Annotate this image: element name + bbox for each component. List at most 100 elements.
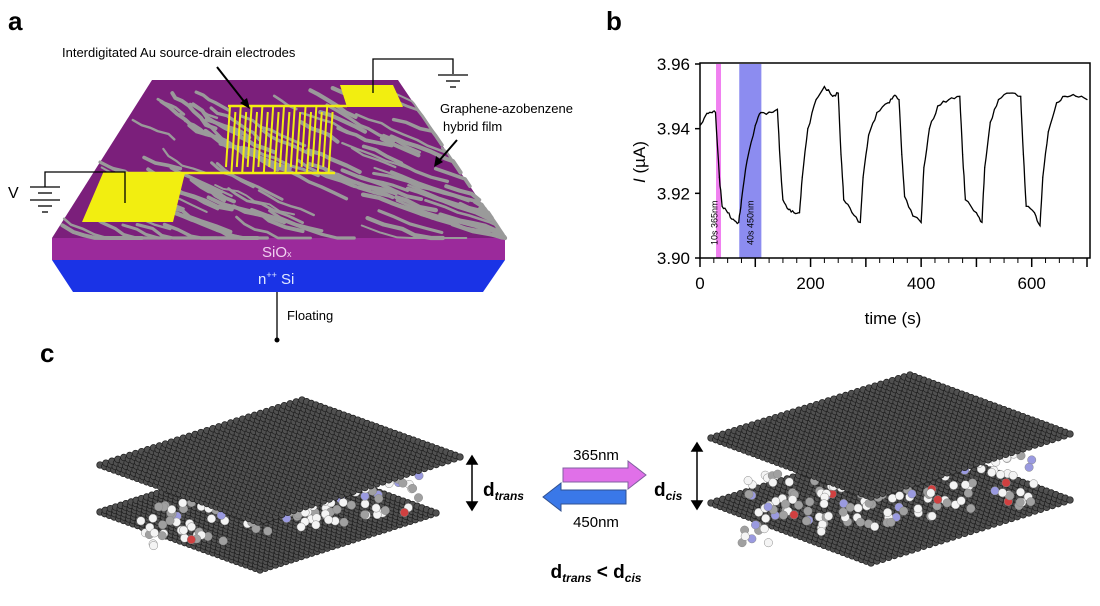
- graphene-top-sheet-cis: [707, 371, 1074, 501]
- electrode-finger: [268, 105, 275, 168]
- data-point: [984, 166, 986, 169]
- electrode-finger: [252, 111, 258, 174]
- graphene-flake: [335, 172, 395, 200]
- graphene-flake: [325, 103, 396, 143]
- graphene-flake: [235, 215, 312, 240]
- data-point: [832, 95, 834, 97]
- graphene-flake: [185, 173, 233, 198]
- electrode-finger: [246, 105, 253, 168]
- data-point: [840, 153, 842, 156]
- x-tick-label: 200: [796, 274, 824, 293]
- data-point: [807, 128, 809, 130]
- graphene-flake: [384, 88, 425, 119]
- graphene-bilayer-models: [96, 371, 1074, 574]
- d-cis-label: dcis: [654, 480, 683, 503]
- panel-label-c: c: [40, 338, 54, 368]
- voltage-wire: [44, 171, 126, 203]
- data-point: [746, 160, 748, 162]
- graphene-flake: [257, 189, 315, 217]
- data-point: [959, 95, 961, 97]
- data-point: [928, 128, 931, 130]
- distance-relation: dtrans < dcis: [551, 562, 642, 585]
- electrode-finger: [311, 105, 318, 168]
- current-trace: [699, 85, 1088, 228]
- data-point: [732, 218, 734, 220]
- graphene-flake: [196, 180, 226, 203]
- data-point: [815, 98, 817, 101]
- illumination-band-label: 10s 365nm: [710, 200, 720, 245]
- data-point: [1033, 212, 1036, 214]
- graphene-flake: [350, 146, 397, 169]
- data-point: [981, 221, 983, 224]
- data-point: [714, 111, 717, 114]
- graphene-flake: [379, 136, 421, 158]
- data-point: [898, 98, 900, 101]
- electrode-finger: [327, 111, 334, 174]
- data-point: [851, 212, 853, 214]
- data-point: [837, 92, 839, 94]
- floating-label: Floating: [287, 308, 333, 323]
- graphene-flake: [231, 204, 287, 225]
- graphene-flake: [121, 223, 160, 240]
- graphene-flake: [227, 187, 305, 225]
- data-point: [738, 221, 740, 224]
- electrode-finger: [300, 105, 307, 168]
- switching-arrows: 365nm 450nm dtrans dcis dtrans < dcis: [465, 441, 704, 585]
- y-tick-label: 3.90: [657, 249, 690, 268]
- interdigitated-electrodes: [103, 104, 347, 175]
- x-axis-label: time (s): [865, 309, 922, 328]
- x-tick-label: 400: [907, 274, 935, 293]
- data-point: [962, 153, 964, 156]
- graphene-flake: [444, 184, 482, 202]
- electrode-finger: [289, 105, 296, 168]
- graphene-flake: [162, 147, 206, 174]
- electrodes-label: Interdigitated Au source-drain electrode…: [62, 45, 296, 60]
- data-point: [1064, 95, 1066, 97]
- data-point: [892, 95, 895, 97]
- data-point: [704, 115, 707, 117]
- data-point: [1022, 153, 1025, 156]
- film-label-line1: Graphene-azobenzene: [440, 101, 573, 116]
- oxide-layer: [52, 238, 505, 260]
- uv-wavelength-label: 365nm: [573, 447, 619, 464]
- graphene-flake: [214, 184, 295, 216]
- data-point: [997, 98, 1000, 101]
- visible-arrow: [542, 481, 627, 513]
- electrode-finger: [284, 111, 291, 174]
- graphene-flake: [188, 102, 219, 120]
- visible-wavelength-label: 450nm: [573, 514, 619, 531]
- electrode-finger: [273, 111, 280, 174]
- graphene-flake: [324, 172, 372, 191]
- data-point: [823, 86, 825, 88]
- ground-symbol-icon: [438, 74, 468, 88]
- data-point: [923, 166, 925, 169]
- data-point: [1020, 95, 1022, 97]
- electrode-finger: [235, 105, 242, 168]
- graphene-flake: [308, 88, 358, 119]
- graphene-flake: [187, 123, 228, 143]
- silicon-layer: [52, 260, 505, 292]
- voltage-label: V: [8, 185, 19, 202]
- graphene-flake: [405, 186, 492, 222]
- arrowhead-icon: [434, 156, 443, 167]
- electrode-finger: [295, 111, 302, 174]
- electrodes-pointer-arrow: [216, 66, 247, 105]
- data-point: [754, 124, 756, 127]
- data-point: [1047, 131, 1049, 133]
- data-point: [948, 98, 950, 101]
- x-tick-label: 600: [1018, 274, 1046, 293]
- data-point: [779, 160, 781, 162]
- y-axis-label: I (µA): [630, 141, 649, 183]
- graphene-flake: [430, 216, 507, 240]
- graphene-flake: [373, 166, 470, 203]
- data-point: [868, 134, 870, 136]
- data-point: [776, 108, 779, 110]
- data-point: [937, 105, 939, 107]
- graphene-flake: [261, 129, 314, 157]
- panel-label-a: a: [8, 6, 23, 36]
- graphene-flake: [209, 106, 261, 142]
- graphene-flake: [268, 209, 324, 233]
- graphene-flake: [174, 211, 260, 241]
